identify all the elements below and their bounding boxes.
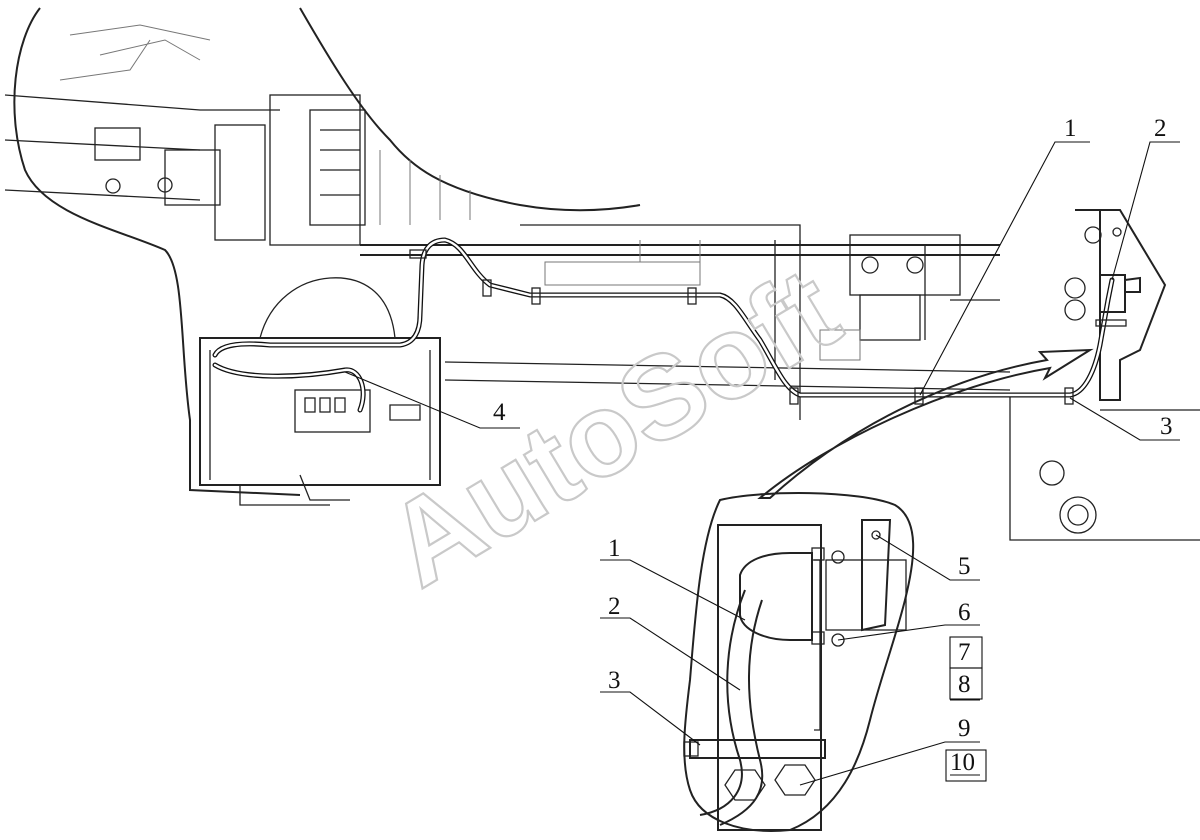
callout-box-8 [949,667,983,700]
callout-detail-10: 10 [950,749,975,776]
cable-clamp [687,287,697,305]
trailer-socket [1099,274,1141,313]
mounting-plate [717,524,822,831]
cable-clamp [482,279,492,297]
callout-detail-1: 1 [608,535,621,562]
callout-detail-7: 7 [958,639,971,666]
main-cable-route [212,237,1141,413]
cable-clamp [1064,387,1074,405]
cable-clamp [409,249,427,259]
callout-labels: 1 2 3 4 1 2 3 5 6 7 8 9 10 [493,115,1173,776]
callout-detail-2: 2 [608,593,621,620]
detail-cable [699,589,764,826]
cable-clamp [789,387,799,405]
callout-detail-9: 9 [958,715,971,742]
callout-box-10 [945,749,987,782]
callout-detail-5: 5 [958,553,971,580]
battery-box [199,337,441,486]
cable-clamp [914,387,924,405]
cab-cutaway-outline [13,7,641,496]
detail-pointer-arrow [757,348,1094,499]
detail-socket-body [739,552,813,641]
callout-detail-6: 6 [958,599,971,626]
callout-detail-3: 3 [608,667,621,694]
callout-main-4: 4 [493,399,506,426]
detail-view-border [683,492,915,832]
detail-view [683,492,915,832]
callout-main-2: 2 [1154,115,1167,142]
detail-clamp-band [689,739,826,759]
right-bracket-plate [1075,209,1167,401]
callout-main-3: 3 [1160,413,1173,440]
cable-clamp [531,287,541,305]
callout-detail-8: 8 [958,671,971,698]
callout-main-1: 1 [1064,115,1077,142]
leader-lines [344,141,1180,786]
